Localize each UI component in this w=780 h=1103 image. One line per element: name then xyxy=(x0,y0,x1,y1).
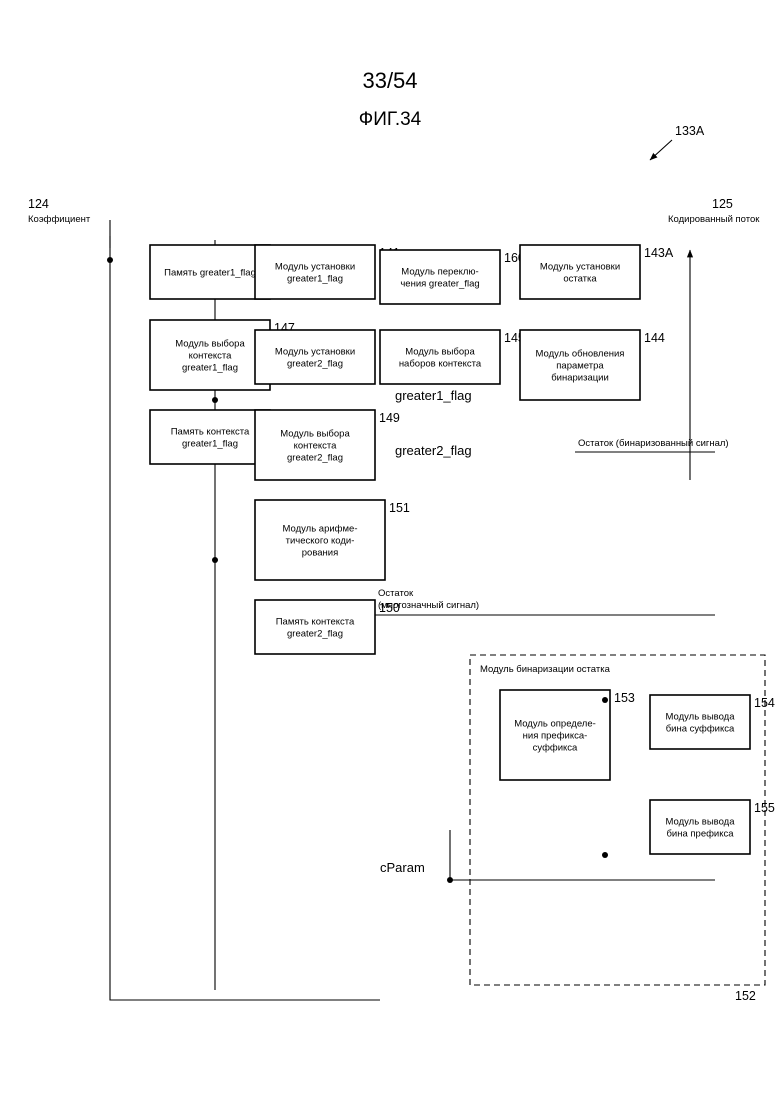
block-label-line: Модуль выбора xyxy=(175,339,245,350)
junction-dot xyxy=(107,257,113,263)
block-label-line: чения greater_flag xyxy=(400,279,479,290)
block-142: 142Модуль установкиgreater2_flag xyxy=(255,330,400,384)
cparam-signal: cParam xyxy=(380,860,425,875)
group-ref-133a: 133A xyxy=(675,124,705,138)
junction-dot xyxy=(602,697,608,703)
block-143a: 143A Модуль установкиостатка xyxy=(520,245,674,299)
block-label-line: Память greater1_flag xyxy=(164,268,256,279)
group-152-ref: 152 xyxy=(735,989,756,1003)
greater2-flag-signal: greater2_flag xyxy=(395,443,472,458)
remainder-multi-label-2: (многозначный сигнал) xyxy=(378,600,479,611)
group-152-label: Модуль бинаризации остатка xyxy=(480,664,611,675)
block-label-line: Модуль выбора xyxy=(405,347,475,358)
block-154: 154Модуль выводабина суффикса xyxy=(650,695,775,749)
block-label-line: Модуль переклю- xyxy=(401,267,478,278)
block-label-line: суффикса xyxy=(533,743,578,754)
junction-dot xyxy=(447,877,453,883)
block-144: 144Модуль обновленияпараметрабинаризации xyxy=(520,330,665,400)
block-label-line: рования xyxy=(302,548,339,559)
block-label-line: greater1_flag xyxy=(182,439,238,450)
block-label-line: Модуль установки xyxy=(275,347,355,358)
block-label-line: Модуль вывода xyxy=(665,817,735,828)
block-label-line: Память контекста xyxy=(171,427,250,438)
junction-dot xyxy=(212,557,218,563)
output-ref: 125 xyxy=(712,197,733,211)
block-label-line: бинаризации xyxy=(551,373,609,384)
block-label-line: Модуль установки xyxy=(540,262,620,273)
remainder-binarized-label: Остаток (бинаризованный сигнал) xyxy=(578,438,729,449)
block-label-line: остатка xyxy=(563,274,597,285)
block-label-line: параметра xyxy=(556,361,604,372)
block-label-line: бина суффикса xyxy=(666,724,735,735)
group-ref-arrow xyxy=(650,140,672,160)
figure-title: ФИГ.34 xyxy=(359,109,422,130)
block-149: 149Модуль выбораконтекстаgreater2_flag xyxy=(255,410,400,480)
block-label-line: Модуль арифме- xyxy=(283,524,358,535)
block-label-line: Модуль установки xyxy=(275,262,355,273)
block-153: 153Модуль определе-ния префикса-суффикса xyxy=(500,690,635,780)
block-ref: 151 xyxy=(389,501,410,515)
block-label-line: Модуль вывода xyxy=(665,712,735,723)
block-label-line: наборов контекста xyxy=(399,359,482,370)
input-ref: 124 xyxy=(28,197,49,211)
output-label: Кодированный поток xyxy=(668,214,760,225)
block-label-line: Память контекста xyxy=(276,617,355,628)
block-label-line: тического коди- xyxy=(286,536,355,547)
block-label-line: бина префикса xyxy=(666,829,734,840)
remainder-multi-label-1: Остаток xyxy=(378,588,414,599)
block-141: 141Модуль установкиgreater1_flag xyxy=(255,245,400,299)
junction-dot xyxy=(602,852,608,858)
block-155: 155Модуль выводабина префикса xyxy=(650,800,775,854)
block-label-line: greater2_flag xyxy=(287,359,343,370)
block-label-line: Модуль обновления xyxy=(536,349,625,360)
block-145a: 145AМодуль выборанаборов контекста xyxy=(380,330,534,384)
block-label-line: greater1_flag xyxy=(287,274,343,285)
junction-dot xyxy=(212,397,218,403)
block-ref: 143A xyxy=(644,246,674,260)
block-label-line: greater1_flag xyxy=(182,363,238,374)
block-label-line: Модуль определе- xyxy=(514,719,596,730)
block-ref: 149 xyxy=(379,411,400,425)
block-label-line: контекста xyxy=(294,441,338,452)
block-label-line: Модуль выбора xyxy=(280,429,350,440)
block-label-line: контекста xyxy=(189,351,233,362)
block-label-line: greater2_flag xyxy=(287,453,343,464)
block-ref: 144 xyxy=(644,331,665,345)
block-160: 160Модуль переклю-чения greater_flag xyxy=(380,250,525,304)
block-ref: 153 xyxy=(614,691,635,705)
input-label: Коэффициент xyxy=(28,214,91,225)
block-151: 151Модуль арифме-тического коди-рования xyxy=(255,500,410,580)
block-label-line: ния префикса- xyxy=(523,731,588,742)
block-label-line: greater2_flag xyxy=(287,629,343,640)
greater1-flag-signal: greater1_flag xyxy=(395,388,472,403)
